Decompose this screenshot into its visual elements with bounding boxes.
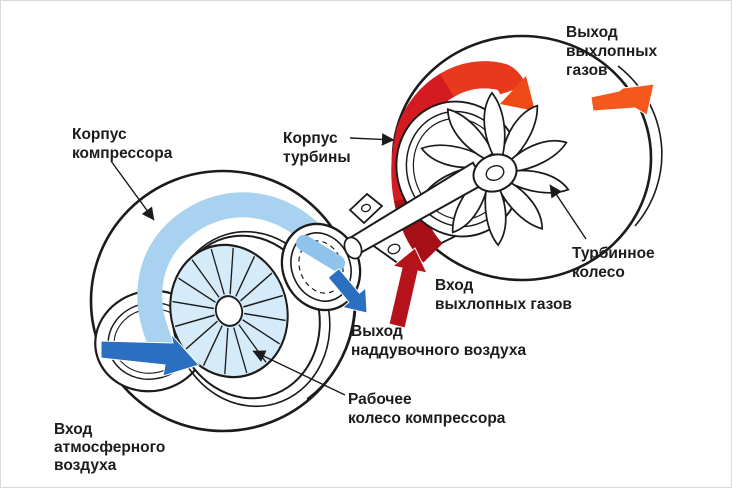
label-charge-air-out-line1: Выход	[351, 323, 403, 340]
turbine-bracket-plate	[348, 192, 384, 225]
leader-turbine-housing	[349, 133, 395, 146]
charge-air-out-arrow	[327, 267, 368, 314]
compressor-wheel-blades	[172, 247, 286, 375]
labels: Выход выхлопных газов Корпус компрессора…	[54, 24, 657, 474]
charge-air-band-in-flange	[296, 235, 345, 271]
label-turbine-housing-line2: турбины	[283, 149, 351, 166]
turbine-assembly	[343, 34, 663, 329]
label-turbine-wheel-line2: колесо	[572, 264, 625, 281]
label-air-in-line2: атмосферного	[54, 439, 165, 456]
label-compressor-housing-line1: Корпус	[72, 126, 127, 143]
exhaust-band-arrowhead	[500, 76, 535, 111]
turbine-housing-inner-line	[617, 65, 663, 227]
label-exhaust-in-line2: выхлопных газов	[435, 296, 572, 313]
turbine-wheel-hub	[472, 153, 518, 193]
label-exhaust-out-line1: Выход	[566, 24, 618, 41]
label-exhaust-out-line3: газов	[566, 62, 608, 79]
compressor-wheel-hub	[214, 295, 244, 327]
label-exhaust-out-line2: выхлопных	[566, 43, 657, 60]
intake-air-arrow	[100, 332, 200, 377]
exhaust-in-arrow	[388, 247, 428, 329]
label-air-in-line1: Вход	[54, 421, 92, 438]
label-impeller-line2: колесо компрессора	[348, 410, 506, 427]
label-air-in-line3: воздуха	[54, 457, 117, 474]
exhaust-band-hot-end	[440, 61, 526, 98]
leader-compressor-housing	[110, 160, 155, 221]
label-compressor-housing-line2: компрессора	[72, 145, 173, 162]
label-charge-air-out-line2: наддувочного воздуха	[351, 342, 526, 359]
shaft-nut	[343, 236, 363, 260]
charge-air-band	[137, 192, 336, 366]
compressor-wheel	[169, 243, 289, 379]
label-impeller-line1: Рабочее	[348, 391, 412, 408]
leader-turbine-wheel	[549, 184, 587, 240]
label-exhaust-in-line1: Вход	[435, 277, 473, 294]
leader-impeller	[252, 350, 346, 396]
label-turbine-housing-line1: Корпус	[283, 130, 338, 147]
label-turbine-wheel-line1: Турбинное	[572, 245, 655, 262]
exhaust-out-arrow	[590, 83, 655, 116]
